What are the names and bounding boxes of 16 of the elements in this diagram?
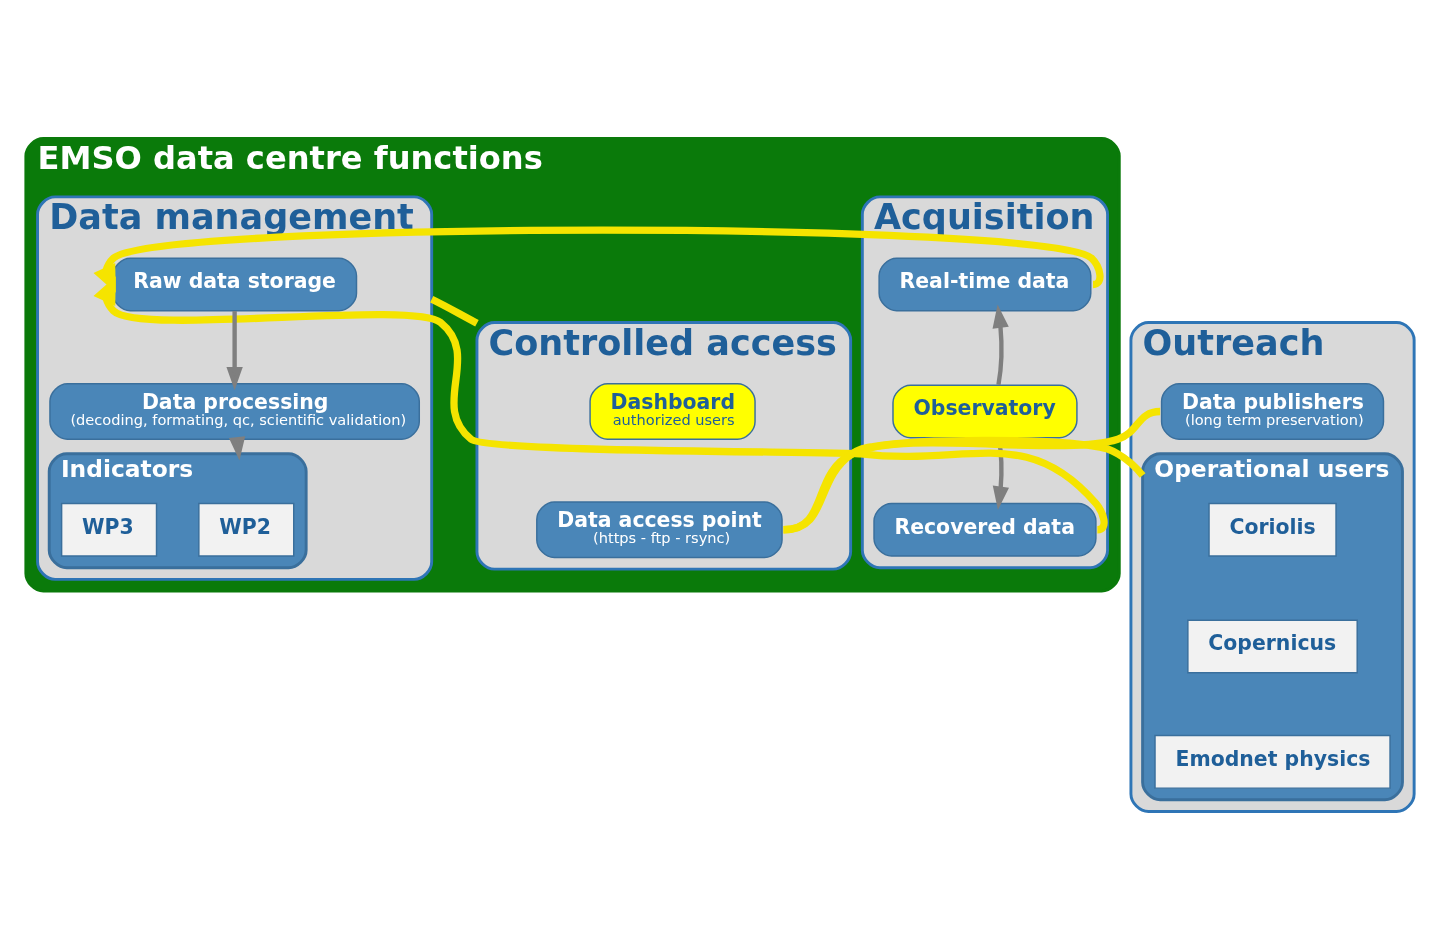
node-box: Data access point (https - ftp - rsync) <box>536 501 783 559</box>
arrow <box>992 304 1009 386</box>
node-box: Recovered data <box>873 502 1097 557</box>
node-box: Real-time data <box>878 257 1092 312</box>
node-box: WP2 <box>198 502 295 557</box>
node-box: WP3 <box>60 502 158 557</box>
node-box: Dashboard authorized users <box>589 383 756 440</box>
node-box: Coriolis <box>1208 502 1337 557</box>
node-box: Copernicus <box>1187 619 1358 674</box>
node-box: Raw data storage <box>112 257 358 312</box>
arrow <box>93 276 1108 533</box>
arrow <box>226 311 243 391</box>
node-box: Emodnet physics <box>1154 734 1391 789</box>
connector <box>430 295 480 327</box>
node-box: Data publishers (long term preservation) <box>1160 383 1385 440</box>
node-box: Observatory <box>892 384 1078 439</box>
